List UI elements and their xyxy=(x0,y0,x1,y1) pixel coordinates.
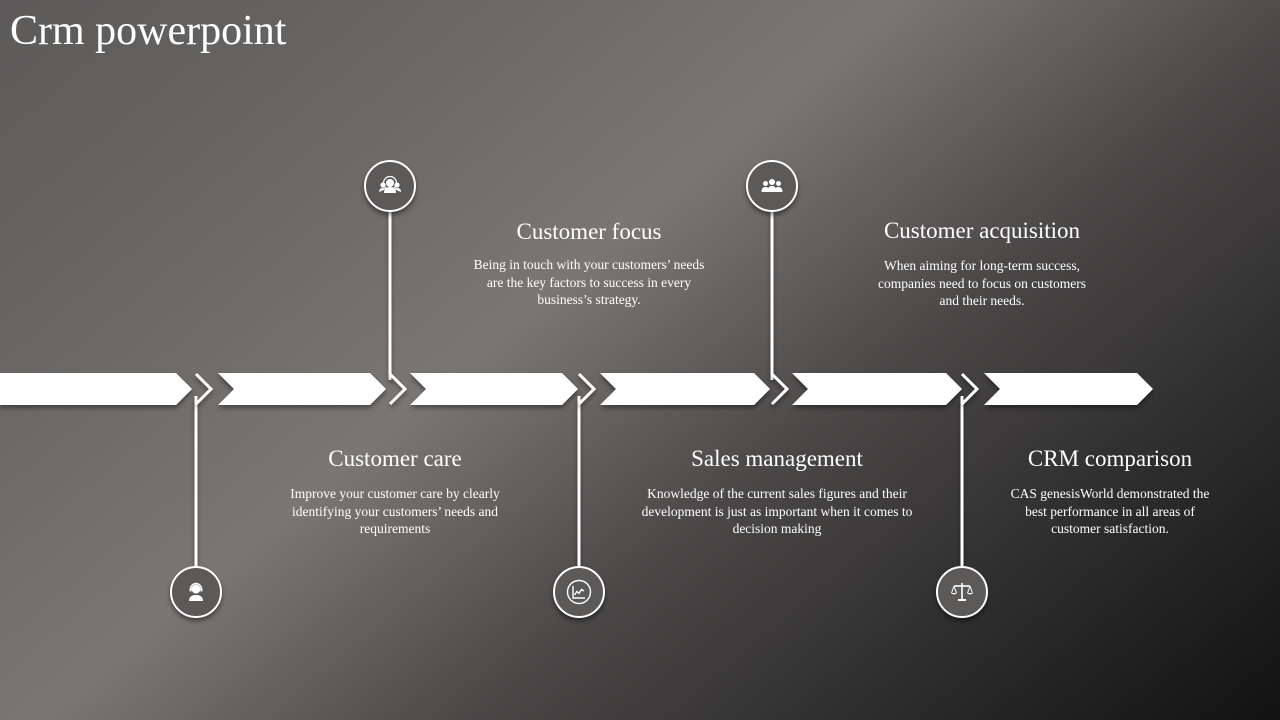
description-customer-acquisition: When aiming for long-term success, compa… xyxy=(877,258,1087,308)
slide-title: Crm powerpoint xyxy=(10,8,287,54)
description-customer-care: Improve your customer care by clearly id… xyxy=(290,486,500,536)
sales-chart-icon xyxy=(566,579,592,605)
description-crm-comparison: CAS genesisWorld demonstrated the best p… xyxy=(1010,486,1210,536)
icon-circle-customer-focus xyxy=(364,160,416,212)
arrow-segment-1 xyxy=(0,373,192,405)
joint-chevron-3 xyxy=(577,372,597,406)
arrow-segment-6 xyxy=(984,373,1153,405)
icon-circle-customer-acquisition xyxy=(746,160,798,212)
icon-circle-customer-care xyxy=(170,566,222,618)
arrow-segment-5 xyxy=(792,373,962,405)
description-sales-management: Knowledge of the current sales figures a… xyxy=(641,486,913,536)
icon-circle-crm-comparison xyxy=(936,566,988,618)
icon-circle-sales-management xyxy=(553,566,605,618)
joint-chevron-1 xyxy=(194,372,214,406)
scales-icon xyxy=(951,583,973,601)
joint-chevron-4 xyxy=(770,372,790,406)
arrow-segment-2 xyxy=(218,373,386,405)
customer-support-icon xyxy=(189,582,203,601)
joint-chevron-2 xyxy=(388,372,408,406)
heading-customer-focus: Customer focus xyxy=(516,219,662,244)
heading-crm-comparison: CRM comparison xyxy=(1027,446,1193,471)
arrow-segment-3 xyxy=(410,373,578,405)
description-customer-focus: Being in touch with your customers’ need… xyxy=(473,257,705,307)
heading-customer-acquisition: Customer acquisition xyxy=(883,218,1081,243)
arrow-segment-4 xyxy=(600,373,770,405)
team-icon xyxy=(761,179,783,192)
heading-sales-management: Sales management xyxy=(691,446,863,471)
customer-focus-icon xyxy=(379,175,401,193)
joint-chevron-5 xyxy=(960,372,980,406)
heading-customer-care: Customer care xyxy=(328,446,462,471)
